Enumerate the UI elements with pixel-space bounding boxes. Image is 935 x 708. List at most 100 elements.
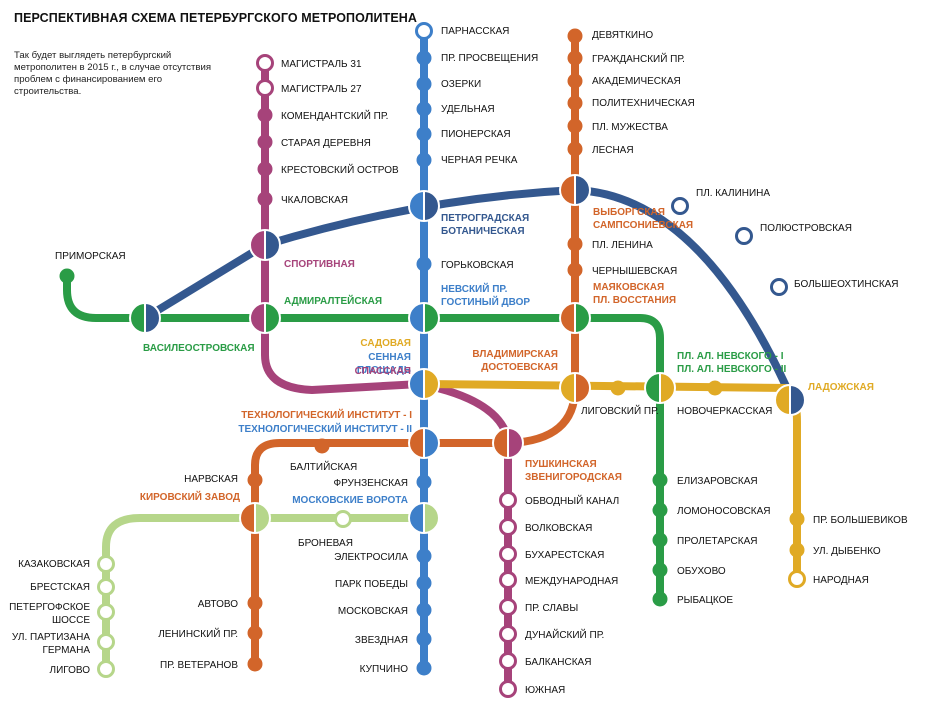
station-magistral-27[interactable] [256,79,274,97]
transfer-station-mayakovskaya[interactable] [559,302,591,334]
transfer-station-kirovsky-zavod[interactable] [239,502,271,534]
station-partizana-1[interactable] [97,633,115,651]
transfer-station-pl-nevsky-1[interactable] [644,372,676,404]
label-line-bronevaya: БРОНЕВАЯ [298,538,353,549]
label-ligovo: ЛИГОВО [50,665,91,676]
transfer-station-petrogradskaya[interactable] [408,190,440,222]
station-kupchino[interactable] [416,660,432,676]
label-line-elektrosila: ЭЛЕКТРОСИЛА [334,552,408,563]
label-line-ladozhskaya: ЛАДОЖСКАЯ [808,382,874,393]
station-bolsheokhtinskaya[interactable] [770,278,788,296]
label-sportivnaya: СПОРТИВНАЯ [284,259,355,270]
station-balkanskaya[interactable] [499,652,517,670]
station-volkovskaya[interactable] [499,518,517,536]
transfer-station-sennaya-1[interactable] [408,368,440,400]
station-frunzenskaya[interactable] [416,474,432,490]
station-pl-lenina[interactable] [567,236,583,252]
label-line-akademicheskaya: АКАДЕМИЧЕСКАЯ [592,76,681,87]
transfer-station-ladozhskaya[interactable] [774,384,806,416]
station-pl-muzhestva[interactable] [567,118,583,134]
transfer-station-vasileostrovskaya[interactable] [129,302,161,334]
station-pr-slavy[interactable] [499,598,517,616]
station-pr-veteranov[interactable] [247,656,263,672]
station-magistral-31[interactable] [256,54,274,72]
label-line-tech-1: ТЕХНОЛОГИЧЕСКИЙ ИНСТИТУТ - I [241,408,412,421]
station-narvskaya[interactable] [247,472,263,488]
label-magistral-31: МАГИСТРАЛЬ 31 [281,59,362,70]
station-bronevaya[interactable] [334,510,352,528]
station-elizarovskaya[interactable] [652,472,668,488]
station-leninsky[interactable] [247,625,263,641]
station-petergofskoe-1[interactable] [97,603,115,621]
station-chkalovskaya[interactable] [257,191,273,207]
label-line-krestovsky: КРЕСТОВСКИЙ ОСТРОВ [281,163,399,176]
station-grazhdansky[interactable] [567,50,583,66]
transfer-station-sportivnaya[interactable] [249,229,281,261]
station-lesnaya[interactable] [567,141,583,157]
station-elektrosila[interactable] [416,548,432,564]
station-chernyshevskaya[interactable] [567,262,583,278]
station-polyustrovskaya[interactable] [735,227,753,245]
label-line-pr-veteranov: ПР. ВЕТЕРАНОВ [160,660,238,671]
station-akademicheskaya[interactable] [567,73,583,89]
station-kazakovskaya[interactable] [97,555,115,573]
station-ozerki[interactable] [416,76,432,92]
station-avtovo[interactable] [247,595,263,611]
station-pl-kalinina[interactable] [671,197,689,215]
station-dunaysky[interactable] [499,625,517,643]
station-lomonosovskaya[interactable] [652,502,668,518]
station-ul-dybenko[interactable] [789,542,805,558]
station-proletarskaya[interactable] [652,532,668,548]
station-pr-bolshevikov[interactable] [789,511,805,527]
station-ligovsky[interactable] [610,380,626,396]
label-line-pl-lenina: ПЛ. ЛЕНИНА [592,240,653,251]
station-gorkovskaya[interactable] [416,256,432,272]
label-line-udelnaya: УДЕЛЬНАЯ [441,104,495,115]
station-zvezdnaya[interactable] [416,631,432,647]
station-pr-prosvescheniya[interactable] [416,50,432,66]
station-park-pobedy[interactable] [416,575,432,591]
station-moskovskaya[interactable] [416,602,432,618]
station-rybatskoe[interactable] [652,591,668,607]
label-novocherkasskaya: НОВОЧЕРКАССКАЯ [677,406,772,417]
station-chernaya-rechka[interactable] [416,152,432,168]
label-line-kazakovskaya: КАЗАКОВСКАЯ [18,559,90,570]
station-narodnaya[interactable] [788,570,806,588]
station-bukharestskaya[interactable] [499,545,517,563]
transfer-half-purple [508,428,523,458]
station-ligovo[interactable] [97,660,115,678]
station-parnasskaya[interactable] [415,22,433,40]
station-obukhovo[interactable] [652,562,668,578]
transfer-station-admiralteyskaya[interactable] [249,302,281,334]
transfer-station-pushkinskaya[interactable] [492,427,524,459]
station-devyatkino[interactable] [567,28,583,44]
station-primorskaya[interactable] [59,268,75,284]
label-line-devyatkino: ДЕВЯТКИНО [592,30,653,41]
transfer-half-yellow [560,373,575,403]
transfer-station-tech-1[interactable] [408,427,440,459]
station-staraya-derevnya[interactable] [257,134,273,150]
transfer-half-orange [560,303,575,333]
label-line-lomonosovskaya: ЛОМОНОСОВСКАЯ [677,506,771,517]
station-baltiyskaya[interactable] [314,438,330,454]
station-krestovsky[interactable] [257,161,273,177]
label-baltiyskaya: БАЛТИЙСКАЯ [290,460,357,473]
transfer-station-vladimirskaya[interactable] [559,372,591,404]
transfer-station-moskovskie-vorota[interactable] [408,502,440,534]
station-novocherkasskaya[interactable] [707,380,723,396]
station-obvodny[interactable] [499,491,517,509]
station-udelnaya[interactable] [416,101,432,117]
label-line-ul-dybenko: УЛ. ДЫБЕНКО [813,546,881,557]
station-brestskaya[interactable] [97,578,115,596]
station-politekhnicheskaya[interactable] [567,95,583,111]
transfer-station-vyborgskaya[interactable] [559,174,591,206]
label-leninsky: ЛЕНИНСКИЙ ПР. [158,627,238,640]
transfer-station-nevsky[interactable] [408,302,440,334]
station-pionerskaya[interactable] [416,126,432,142]
station-komendantsky[interactable] [257,107,273,123]
station-yuzhnaya[interactable] [499,680,517,698]
station-mezhdunarodnaya[interactable] [499,571,517,589]
